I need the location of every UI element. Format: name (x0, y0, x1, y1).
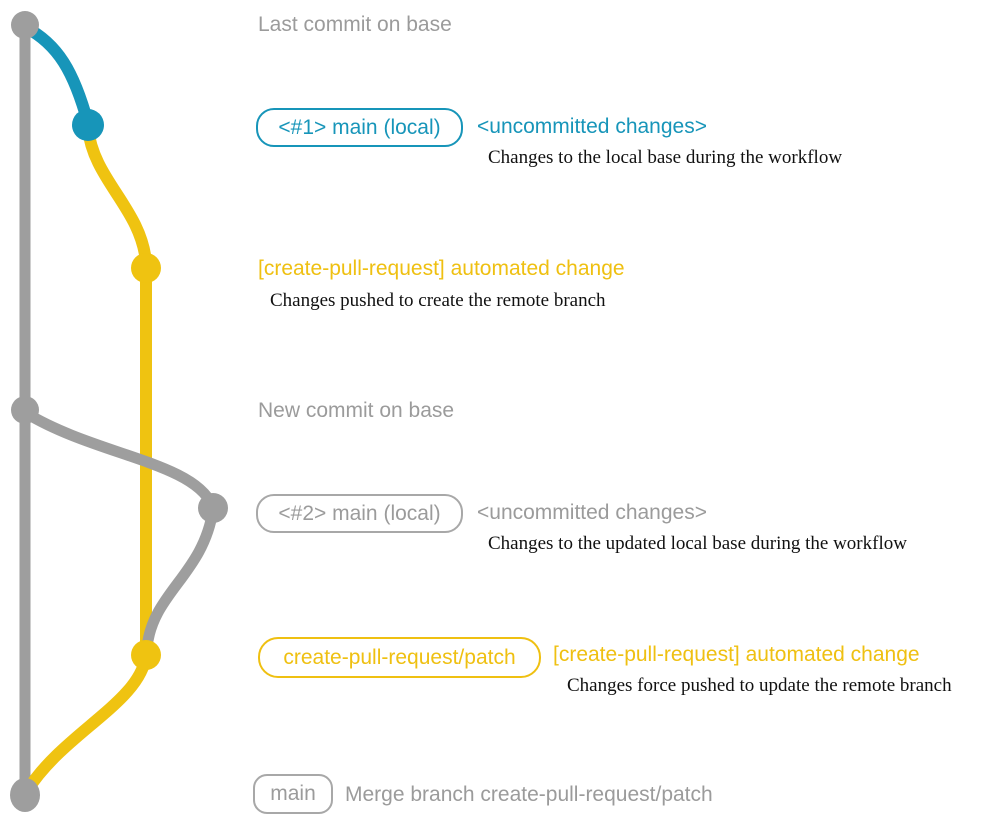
branch-badge-main: main (253, 774, 333, 814)
automated-change-caption-2: Changes force pushed to update the remot… (567, 675, 952, 696)
commit-dot-last-base (11, 11, 39, 39)
automated-change-caption-1: Changes pushed to create the remote bran… (270, 290, 606, 311)
pr-branch-merge-curve (21, 649, 152, 797)
branch-badge-main-text: main (270, 782, 316, 805)
branch-badge-main-local-1-text: <#1> main (local) (278, 115, 441, 139)
pr-branch-out-curve (82, 122, 152, 268)
commit-dot-merge (10, 778, 40, 812)
uncommitted-changes-label-2: <uncommitted changes> (477, 501, 707, 524)
branch-badge-pr-patch-text: create-pull-request/patch (283, 645, 516, 669)
local-changes-curve-1 (19, 21, 94, 129)
uncommitted-changes-label-1: <uncommitted changes> (477, 115, 707, 138)
commit-dot-push-2 (131, 640, 161, 670)
last-commit-label: Last commit on base (258, 13, 452, 36)
branch-badge-main-local-2-text: <#2> main (local) (278, 501, 441, 525)
force-push-curve (141, 504, 219, 654)
automated-change-label-2: [create-pull-request] automated change (553, 643, 920, 666)
uncommitted-changes-caption-2: Changes to the updated local base during… (488, 533, 907, 554)
merge-label: Merge branch create-pull-request/patch (345, 783, 713, 806)
uncommitted-changes-caption-1: Changes to the local base during the wor… (488, 147, 843, 168)
branch-badge-main-local-1: <#1> main (local) (256, 108, 463, 147)
branch-badge-pr-patch: create-pull-request/patch (258, 637, 541, 678)
commit-dot-push-1 (131, 253, 161, 283)
new-commit-label: New commit on base (258, 399, 455, 422)
automated-change-label-1: [create-pull-request] automated change (258, 257, 625, 280)
branch-badge-main-local-2: <#2> main (local) (256, 494, 463, 533)
commit-dot-local-1 (72, 109, 104, 141)
local-changes-curve-2 (20, 407, 218, 511)
commit-dot-new-base (11, 396, 39, 424)
commit-dot-local-2 (198, 493, 228, 523)
